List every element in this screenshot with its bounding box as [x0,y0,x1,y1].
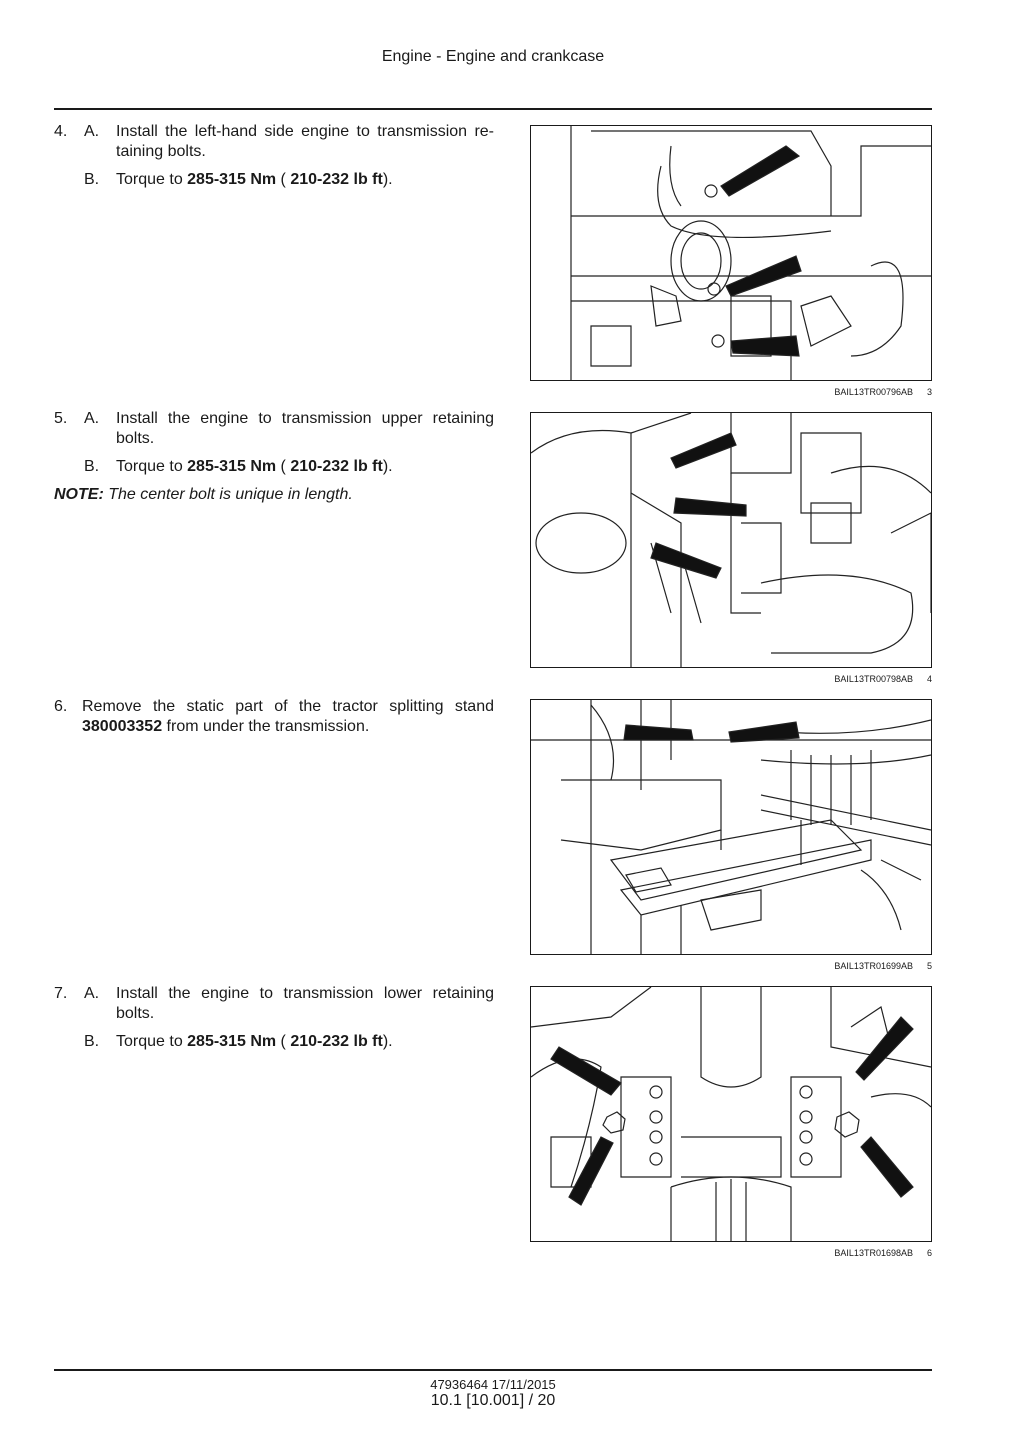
figure-number: 4 [926,674,932,684]
figure-code: BAIL13TR00798AB [834,674,913,684]
torque-sep: ( [276,171,291,188]
note-text: The center bolt is unique in length. [103,486,353,503]
figure-number: 5 [926,961,932,971]
substep-label: B. [84,171,100,188]
torque-text: Torque to [116,171,188,188]
torque-lbft: 210-232 lb ft [290,171,383,188]
step-6: 6. Remove the static part of the tractor … [54,697,494,745]
torque-lbft: 210-232 lb ft [290,458,383,475]
figure-3-illustration [530,125,932,381]
step-4: 4. A. Install the left-hand side engine to… [54,122,494,198]
substep-label: A. [84,123,100,140]
torque-sep: ( [276,458,291,475]
step-text-end: from under the transmission. [162,718,370,735]
step-number: 4. [54,123,68,140]
header-rule [54,108,932,110]
substep-label: A. [84,985,100,1002]
figure-code: BAIL13TR01699AB [834,961,913,971]
footer-page-number: 10.1 [10.001] / 20 [430,1392,556,1409]
torque-sep: ( [276,1033,291,1050]
figure-number: 6 [926,1248,932,1258]
torque-end: ). [382,1033,393,1050]
part-number: 380003352 [82,718,163,735]
figure-number: 3 [926,387,932,397]
note: NOTE: The center bolt is unique in lengt… [54,485,494,505]
torque-text: Torque to [116,1033,188,1050]
figure-5-illustration [530,699,932,955]
torque-text: Torque to [116,458,188,475]
figure-4-illustration [530,412,932,668]
footer-doc-id: 47936464 17/11/2015 [430,1377,556,1392]
figure-3-caption: BAIL13TR00796AB 3 [790,387,932,397]
figure-4-caption: BAIL13TR00798AB 4 [790,674,932,684]
step-text: Install the left-hand side engine to tra… [116,123,494,160]
step-text: Install the engine to transmission lower… [116,985,494,1022]
figure-code: BAIL13TR00796AB [834,387,913,397]
torque-nm: 285-315 Nm [187,171,277,188]
step-number: 5. [54,410,68,427]
figure-6-illustration [530,986,932,1242]
substep-label: A. [84,410,100,427]
torque-nm: 285-315 Nm [187,458,277,475]
step-number: 7. [54,985,68,1002]
torque-lbft: 210-232 lb ft [290,1033,383,1050]
step-number: 6. [54,698,68,715]
step-text: Install the engine to transmission upper… [116,410,494,447]
figure-code: BAIL13TR01698AB [834,1248,913,1258]
torque-end: ). [382,171,393,188]
figure-5-caption: BAIL13TR01699AB 5 [790,961,932,971]
step-7: 7. A. Install the engine to transmission l… [54,984,494,1060]
note-label: NOTE: [54,486,104,503]
figure-6-caption: BAIL13TR01698AB 6 [790,1248,932,1258]
step-5: 5. A. Install the engine to transmission u… [54,409,494,505]
step-text: Remove the static part of the tractor sp… [82,698,494,715]
substep-label: B. [84,1033,100,1050]
substep-label: B. [84,458,100,475]
torque-nm: 285-315 Nm [187,1033,277,1050]
page-header-title: Engine - Engine and crankcase [381,48,605,65]
torque-end: ). [382,458,393,475]
footer-rule [54,1369,932,1371]
